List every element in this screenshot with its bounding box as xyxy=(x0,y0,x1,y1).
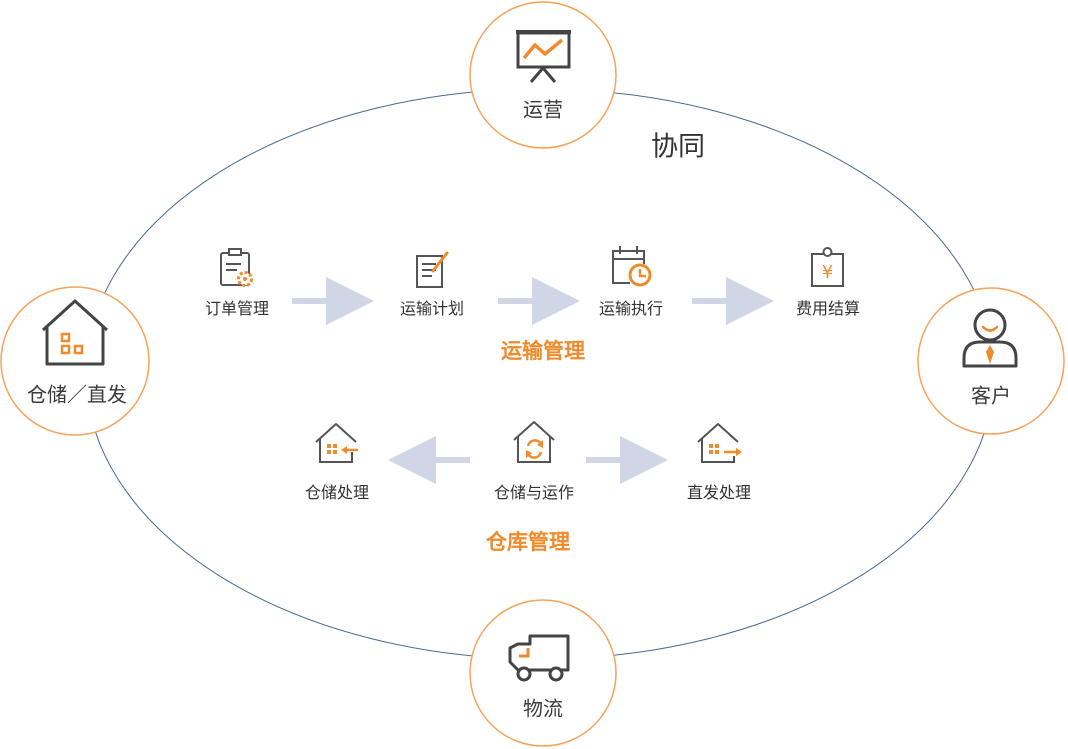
transport-step-label: 运输计划 xyxy=(399,299,465,318)
logistics-node-label: 物流 xyxy=(523,696,563,721)
transport-step-label: 运输执行 xyxy=(598,299,664,318)
storage-step-label: 直发处理 xyxy=(686,483,752,502)
yen-bill-icon: ¥ xyxy=(811,247,844,287)
warehouse-node-label: 仓储／直发 xyxy=(27,382,127,407)
collaboration-ellipse xyxy=(85,88,995,660)
storage-section-title: 仓库管理 xyxy=(486,530,570,554)
warehouse-outbound-icon xyxy=(697,423,742,463)
customer-node-label: 客户 xyxy=(971,383,1011,408)
storage-step-label: 仓储与运作 xyxy=(493,483,575,502)
warehouse-cycle-icon xyxy=(513,421,555,463)
transport-section-title: 运输管理 xyxy=(501,339,585,363)
transport-step-label: 订单管理 xyxy=(204,299,270,318)
presentation-chart-icon xyxy=(516,30,571,83)
truck-icon xyxy=(508,634,570,682)
warehouse-inbound-icon xyxy=(315,423,358,463)
clipboard-gear-icon xyxy=(220,248,253,287)
calendar-clock-icon xyxy=(612,246,652,287)
ops-node-circle xyxy=(469,1,617,149)
collaboration-label: 协同 xyxy=(651,131,705,163)
storage-step-label: 仓储处理 xyxy=(304,483,370,502)
warehouse-node-circle xyxy=(0,286,150,436)
svg-text:¥: ¥ xyxy=(822,262,833,283)
customer-icon xyxy=(962,308,1018,368)
house-icon xyxy=(41,299,109,366)
ops-node-label: 运营 xyxy=(523,97,563,122)
transport-step-label: 费用结算 xyxy=(795,299,861,318)
document-pen-icon xyxy=(416,251,449,288)
logistics-node-circle xyxy=(469,599,617,747)
